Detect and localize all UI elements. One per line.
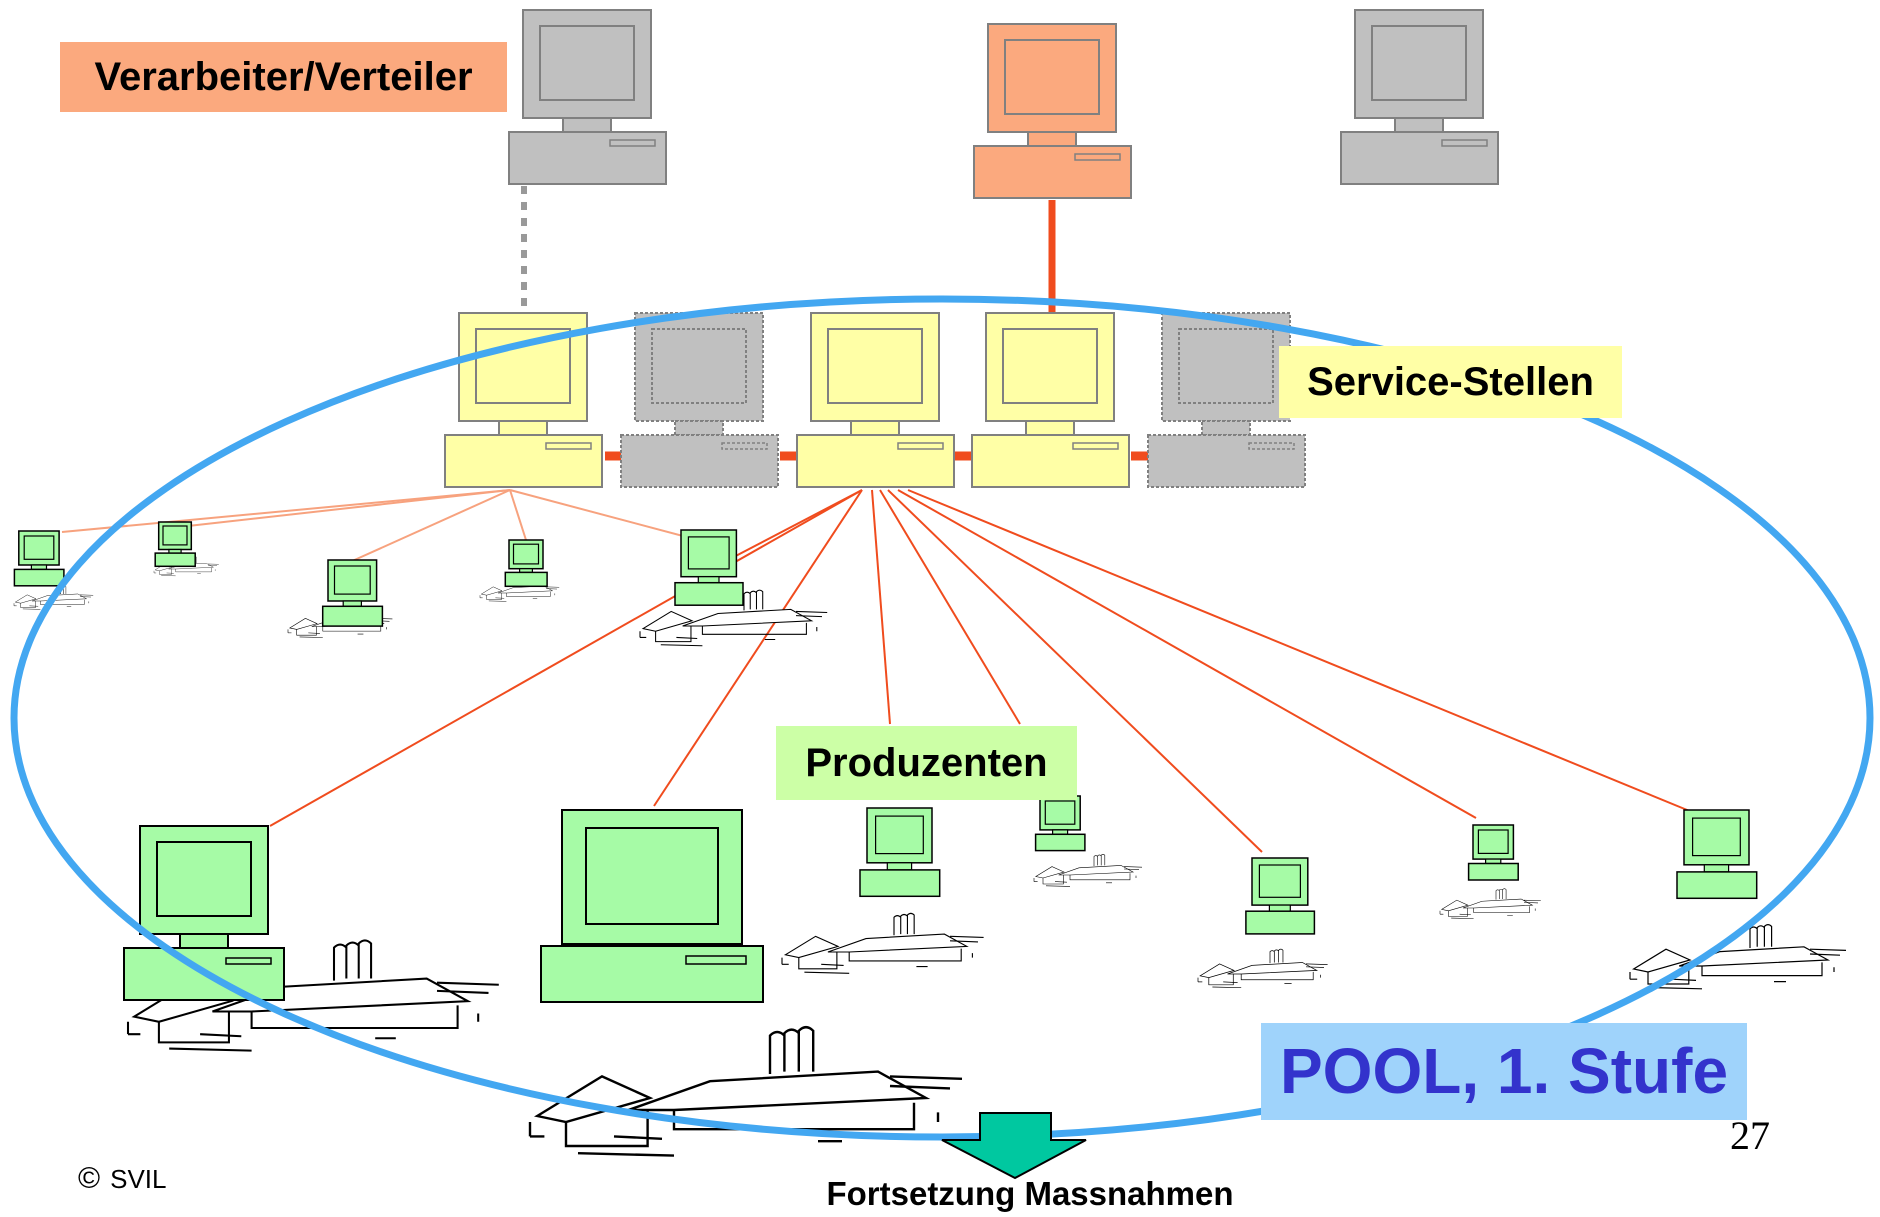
pool-ellipse	[10, 295, 1874, 1141]
processor-computer-gray-2	[1340, 9, 1499, 185]
producer-computer-8	[859, 807, 941, 898]
producer-computer-10	[1245, 857, 1316, 935]
page-number: 27	[1730, 1113, 1770, 1158]
service-computer-4	[971, 312, 1130, 488]
producer-computer-9	[1034, 795, 1086, 852]
producer-computer-4	[504, 539, 548, 588]
producer-computer-1	[13, 530, 65, 587]
producer-computer-6	[123, 825, 285, 1001]
arrow-down-icon	[941, 1112, 1087, 1180]
label-service-stellen: Service-Stellen	[1279, 346, 1622, 418]
producer-computer-2	[154, 521, 196, 568]
producer-computer-12	[1676, 809, 1758, 900]
service-computer-1	[444, 312, 603, 488]
processor-computer-orange	[973, 23, 1132, 199]
label-fortsetzung: Fortsetzung Massnahmen	[826, 1175, 1234, 1212]
service-computer-3	[796, 312, 955, 488]
copyright-owner: SVIL	[110, 1164, 167, 1194]
label-verarbeiter-verteiler: Verarbeiter/Verteiler	[60, 42, 507, 112]
producer-computer-11	[1467, 824, 1519, 881]
processor-computer-gray-1	[508, 9, 667, 185]
producer-computer-5	[674, 529, 744, 606]
service-computer-2	[620, 312, 779, 488]
producer-computer-3	[321, 559, 384, 627]
label-pool-stage: POOL, 1. Stufe	[1261, 1023, 1747, 1120]
copyright-notice: © SVIL	[78, 1162, 166, 1196]
label-produzenten: Produzenten	[776, 726, 1077, 800]
copyright-icon: ©	[78, 1162, 101, 1195]
service-computer-5	[1147, 312, 1306, 488]
connection-lines	[61, 186, 1693, 853]
producer-computer-7	[540, 809, 764, 1003]
